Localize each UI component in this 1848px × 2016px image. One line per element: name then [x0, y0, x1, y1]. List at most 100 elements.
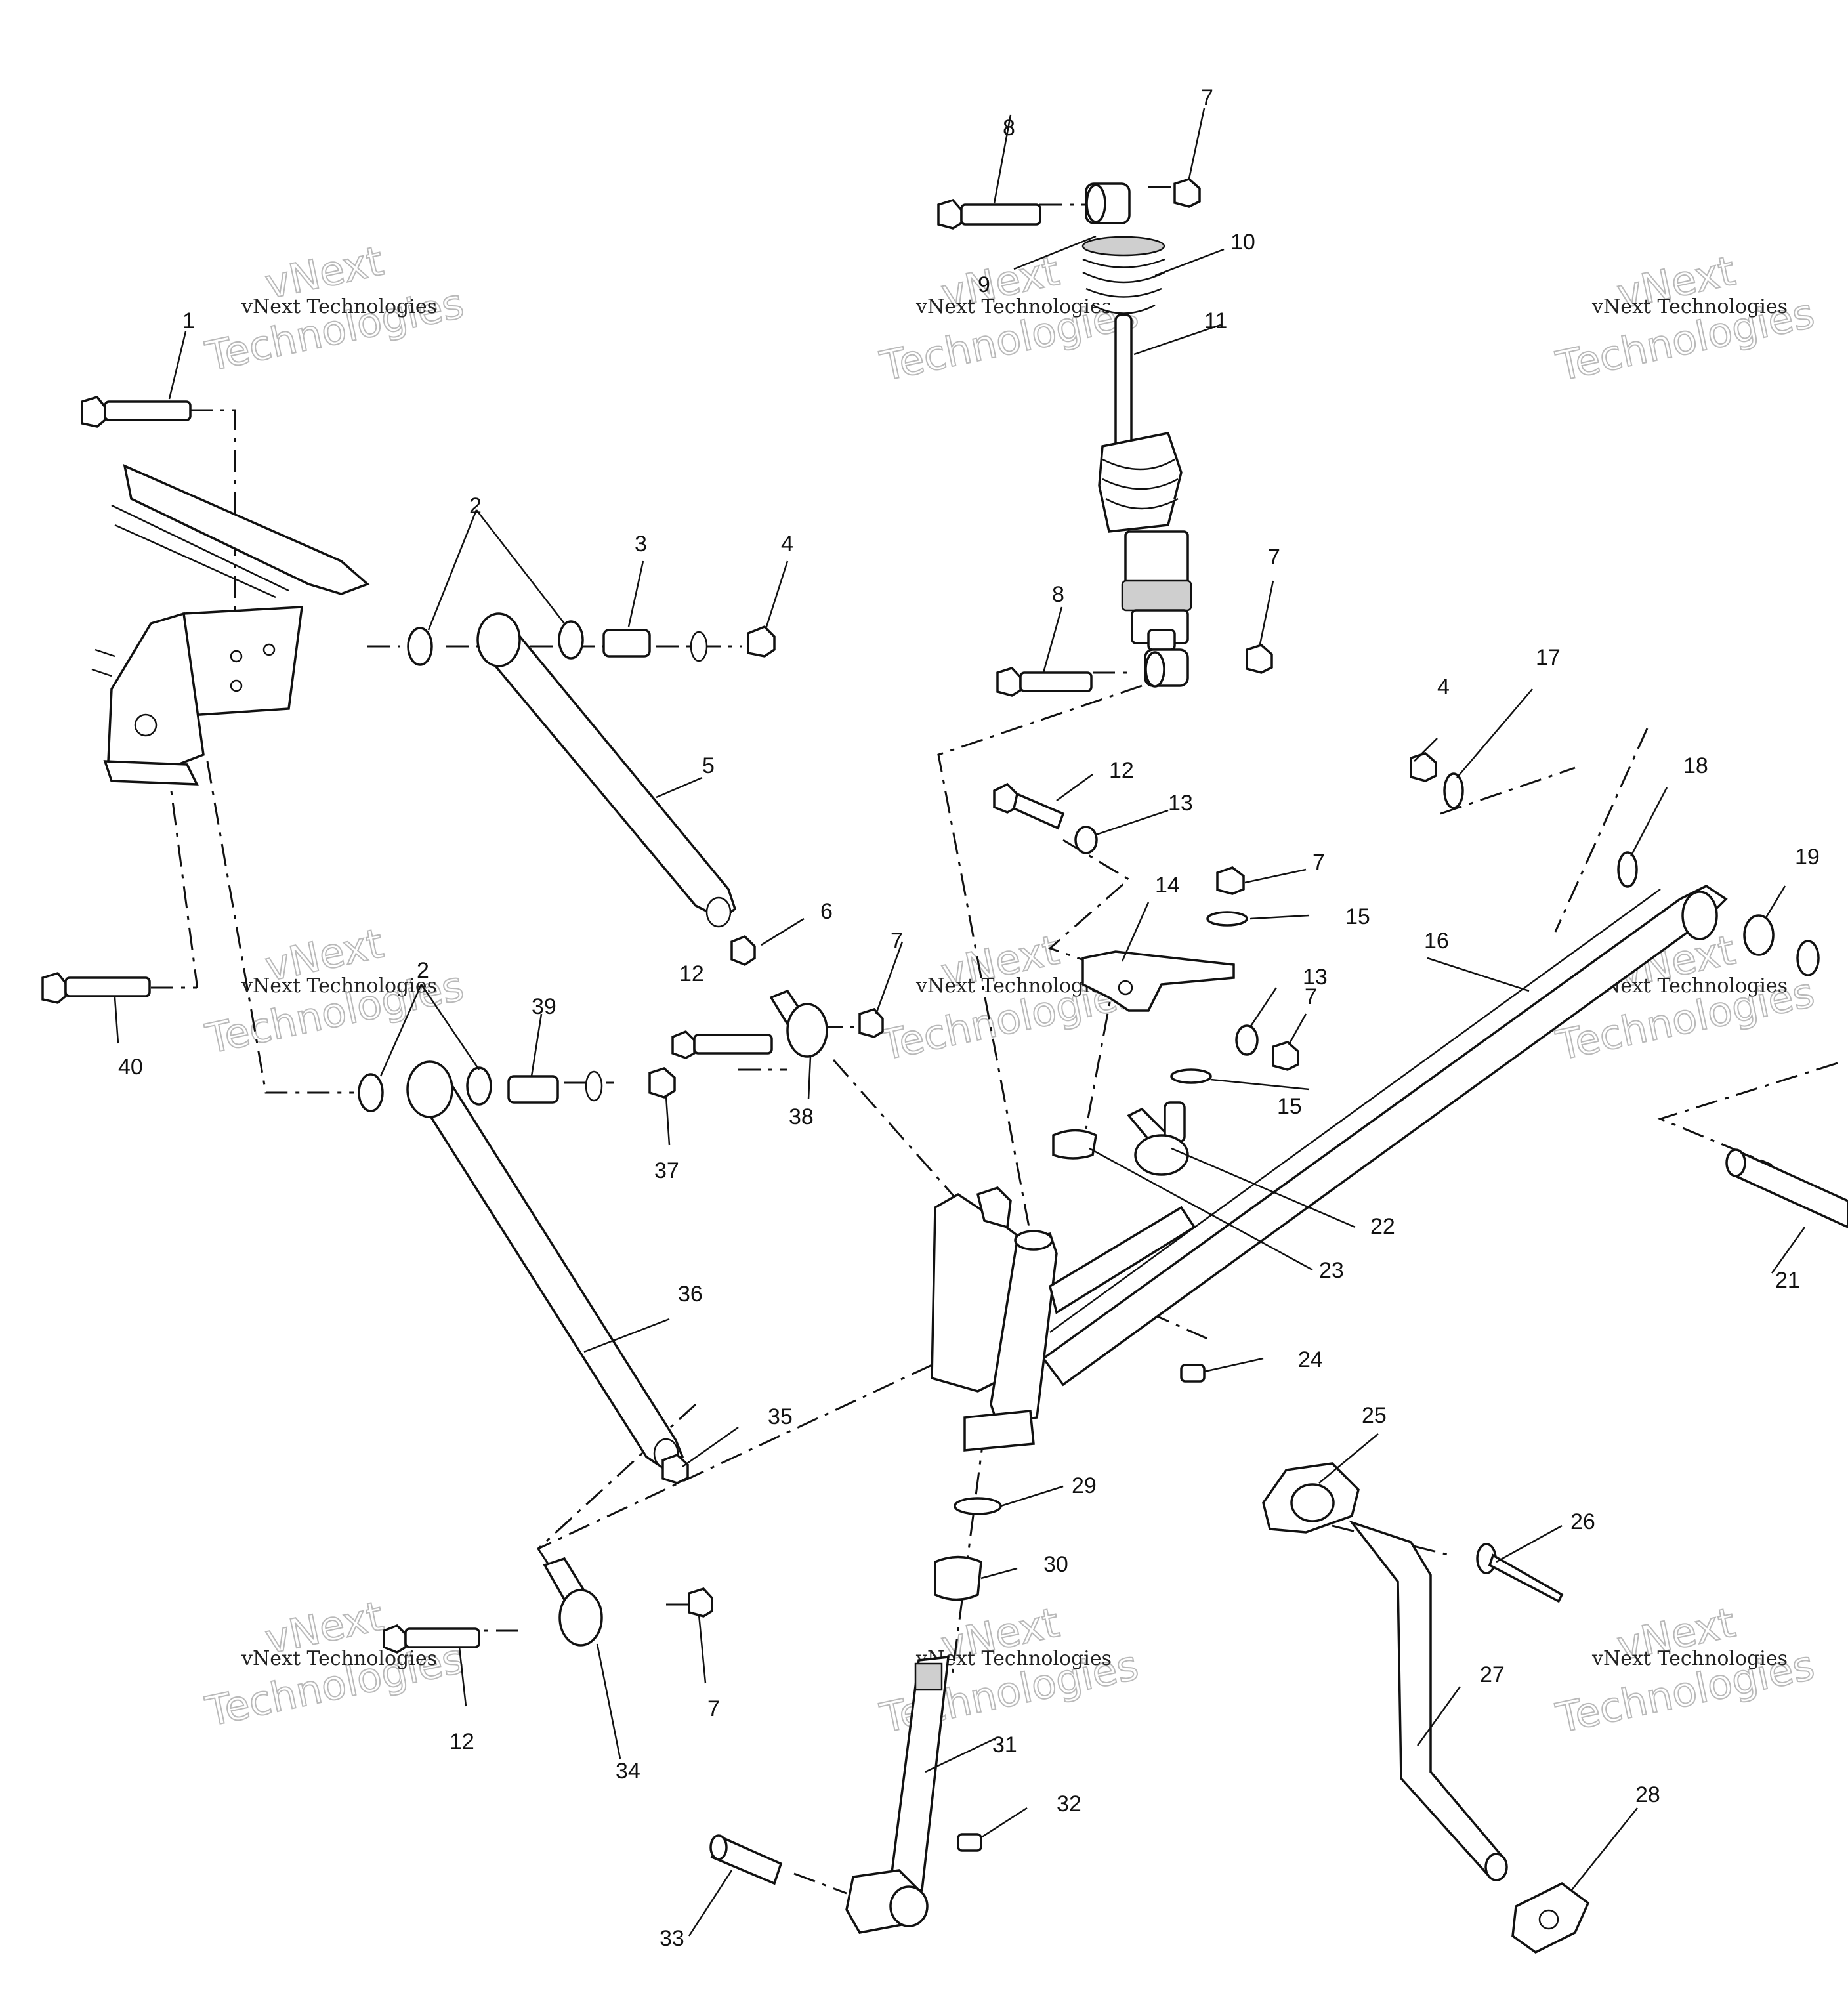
frame-bracket: [91, 464, 370, 786]
label-21: 21: [1775, 1268, 1800, 1293]
label-7-shock-bottom: 7: [1268, 545, 1280, 570]
label-7-bracket: 7: [1312, 850, 1325, 875]
label-6: 6: [820, 899, 833, 924]
part-snap-ring-right: [1796, 940, 1820, 976]
watermark-top-right: Technologies vNext vNext Technologies: [1551, 246, 1819, 391]
label-38: 38: [789, 1104, 814, 1129]
part-7-nut-bracket-lower: [1272, 1041, 1299, 1071]
label-15-upper: 15: [1345, 904, 1370, 929]
label-33: 33: [660, 1926, 684, 1951]
part-13-washer-lower: [1235, 1024, 1259, 1056]
part-number-labels: 1 2 3 4 5 6 7 7 7 7 7 7 8 8 9 10 11 12 1…: [118, 85, 1820, 1951]
part-40-bolt: [41, 971, 151, 1004]
watermark-mid-left: Technologies vNext vNext Technologies: [201, 919, 469, 1064]
part-39-sleeve: [507, 1075, 559, 1104]
svg-text:vNext Technologies: vNext Technologies: [915, 295, 1112, 318]
label-4-right: 4: [1437, 675, 1450, 700]
part-8-bolt-bottom: [996, 666, 1093, 697]
part-13-washer-upper: [1074, 826, 1098, 854]
leader-lines: [114, 108, 1806, 1937]
label-32: 32: [1057, 1792, 1082, 1816]
part-21-rod: [1725, 1148, 1848, 1228]
label-2-lower: 2: [417, 958, 429, 983]
part-12-bolt-upper: [993, 782, 1065, 830]
label-15-lower: 15: [1277, 1094, 1302, 1119]
part-31-spindle: [845, 1656, 950, 1934]
part-19-bushing: [1743, 914, 1774, 956]
watermark-bottom-left: Technologies vNext vNext Technologies: [201, 1591, 469, 1736]
part-4-nut: [747, 625, 776, 658]
part-30-bushing: [934, 1555, 982, 1601]
label-23: 23: [1319, 1258, 1344, 1283]
label-40: 40: [118, 1055, 143, 1080]
label-22: 22: [1370, 1214, 1395, 1239]
label-36: 36: [678, 1282, 703, 1307]
label-25: 25: [1362, 1403, 1387, 1428]
label-17: 17: [1536, 645, 1561, 670]
label-13-lower: 13: [1303, 965, 1328, 990]
label-12-upper: 12: [1109, 758, 1134, 783]
label-1: 1: [182, 308, 195, 333]
label-12-lower: 12: [450, 1729, 474, 1754]
label-39: 39: [532, 994, 556, 1019]
part-15-washer-upper: [1206, 911, 1248, 927]
watermark-bottom-right: Technologies vNext vNext Technologies: [1551, 1598, 1819, 1743]
label-11: 11: [1204, 308, 1227, 333]
label-37: 37: [654, 1158, 679, 1183]
part-12-bolt-lower: [383, 1624, 480, 1654]
spindle-housing: [931, 1186, 1196, 1452]
svg-text:vNext Technologies: vNext Technologies: [1591, 295, 1788, 318]
part-3-sleeve: [602, 629, 651, 658]
label-16: 16: [1424, 929, 1449, 954]
part-8-bolt-top: [937, 198, 1041, 230]
part-24-grease-fitting: [1180, 1364, 1206, 1383]
part-26-bolt: [1476, 1543, 1564, 1603]
label-12-mid: 12: [679, 961, 704, 986]
svg-text:vNext Technologies: vNext Technologies: [915, 975, 1112, 998]
part-1-bolt: [81, 395, 192, 428]
label-27: 27: [1480, 1662, 1505, 1687]
part-14-bracket: [1082, 950, 1235, 1012]
label-9: 9: [978, 272, 990, 297]
part-7-nut-bottom: [1246, 644, 1273, 674]
label-19: 19: [1795, 845, 1820, 870]
part-27-bar: [1349, 1520, 1508, 1881]
svg-text:vNext Technologies: vNext Technologies: [1591, 1647, 1788, 1670]
label-31: 31: [992, 1732, 1017, 1757]
part-2-upper-bushings: [407, 620, 584, 666]
watermark-top-left: Technologies vNext vNext Technologies: [201, 236, 469, 381]
part-37-nut: [648, 1067, 676, 1099]
part-25-bearing-flange: [1262, 1462, 1360, 1534]
label-3: 3: [635, 532, 647, 556]
part-18-washer: [1617, 851, 1638, 888]
part-29-seal: [954, 1497, 1002, 1515]
label-18: 18: [1683, 753, 1708, 778]
label-34: 34: [616, 1759, 640, 1784]
part-22-tie-rod-end: [1127, 1101, 1189, 1176]
label-35: 35: [768, 1404, 793, 1429]
label-7-mid: 7: [891, 929, 903, 954]
part-7-nut-mid: [858, 1007, 884, 1038]
part-32-grease-fitting: [957, 1833, 982, 1852]
part-2-lower-bushings: [358, 1066, 492, 1112]
part-33-pin: [709, 1834, 783, 1885]
label-13-upper: 13: [1168, 791, 1193, 816]
svg-text:vNext Technologies: vNext Technologies: [241, 1647, 437, 1670]
label-2-upper: 2: [469, 494, 482, 518]
label-4-left: 4: [781, 532, 793, 556]
part-15-washer-lower: [1170, 1068, 1212, 1084]
part-7-nut-lower: [688, 1587, 713, 1618]
part-7-nut-top: [1173, 178, 1201, 208]
part-11-shock-absorber: [1082, 182, 1192, 688]
part-23-bushing: [1052, 1129, 1097, 1160]
label-29: 29: [1072, 1473, 1097, 1498]
label-10: 10: [1230, 230, 1255, 255]
label-8-top: 8: [1003, 116, 1015, 140]
label-7-bracket-lower: 7: [1305, 984, 1317, 1009]
part-36-lower-a-arm: [406, 1060, 684, 1472]
label-26: 26: [1570, 1509, 1595, 1534]
part-17-washer: [1443, 772, 1464, 809]
part-34-ball-joint: [543, 1557, 603, 1647]
watermark-mid-center: Technologies vNext vNext Technologies: [875, 925, 1143, 1070]
